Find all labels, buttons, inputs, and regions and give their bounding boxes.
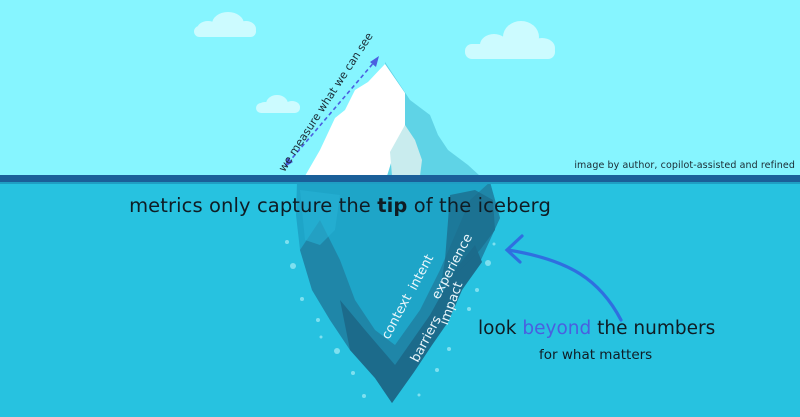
callout-subline: for what matters xyxy=(539,347,653,363)
cloud-icon xyxy=(194,12,256,37)
callout-line: look beyond the numbers xyxy=(478,318,715,339)
measure-arrow-icon xyxy=(285,56,379,167)
iceberg-underwater-dark-right xyxy=(440,190,495,290)
headline: metrics only capture the tip of the iceb… xyxy=(0,194,680,217)
image-credit: image by author, copilot-assisted and re… xyxy=(574,160,795,171)
callout-rest: the numbers xyxy=(591,318,716,339)
bubbles xyxy=(285,240,496,398)
headline-prefix: metrics only capture the xyxy=(129,194,378,217)
callout-beyond: beyond xyxy=(522,318,592,339)
waterline xyxy=(0,175,800,182)
headline-emphasis: tip xyxy=(377,194,408,217)
iceberg-tip-white xyxy=(305,64,405,176)
curved-arrow-icon xyxy=(504,234,623,322)
cloud-icon xyxy=(465,21,555,59)
iceberg-tip-pale xyxy=(390,125,422,176)
iceberg-underwater-light-left xyxy=(300,190,340,245)
cloud-icon xyxy=(256,95,300,113)
iceberg-underwater-dark xyxy=(340,245,482,403)
callout-look: look xyxy=(478,318,523,339)
headline-suffix: of the iceberg xyxy=(407,194,551,217)
